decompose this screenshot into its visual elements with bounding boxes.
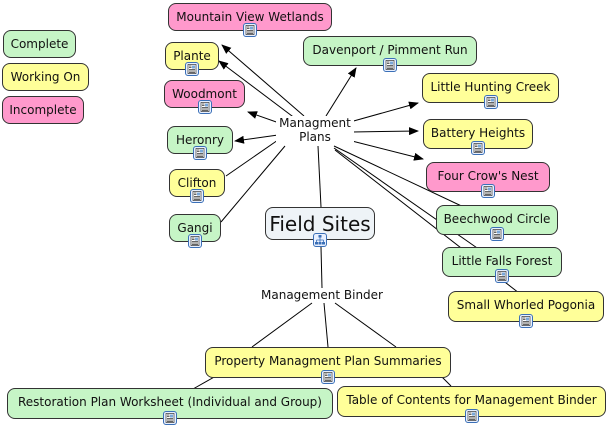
connector-line: [323, 302, 329, 348]
document-icon[interactable]: [483, 95, 498, 109]
node-label: Mountain View Wetlands: [176, 10, 324, 24]
document-icon[interactable]: [481, 184, 495, 198]
document-icon[interactable]: [197, 100, 212, 114]
node-label: Table of Contents for Management Binder: [346, 393, 597, 407]
legend-label: Working On: [10, 70, 81, 84]
connector-line: [192, 375, 217, 390]
legend-label: Complete: [10, 37, 69, 51]
connector-arrow: [349, 101, 419, 123]
managment-plans-hub[interactable]: Managment Plans: [276, 116, 354, 144]
document-icon[interactable]: [185, 62, 199, 76]
plan-node-little-falls-forest[interactable]: Little Falls Forest: [442, 247, 562, 277]
node-label: Property Managment Plan Summaries: [214, 354, 442, 368]
management-binder-hub[interactable]: Management Binder: [258, 288, 386, 302]
document-icon[interactable]: [519, 314, 533, 328]
connector-line: [251, 302, 313, 348]
document-icon[interactable]: [383, 58, 397, 72]
node-label: Plante: [173, 49, 211, 63]
document-icon[interactable]: [188, 234, 202, 248]
connector-line: [317, 145, 322, 208]
connector-line: [225, 139, 279, 177]
concept-map-icon[interactable]: [313, 233, 327, 247]
plan-node-small-whorled-pogonia[interactable]: Small Whorled Pogonia: [448, 291, 604, 322]
connector-line: [320, 246, 323, 289]
legend-working-on: Working On: [2, 63, 89, 91]
document-icon[interactable]: [321, 370, 335, 384]
connector-line: [334, 302, 397, 348]
hub-label-line1: Managment: [279, 116, 351, 130]
node-label: Heronry: [175, 133, 225, 147]
node-label: Clifton: [177, 176, 217, 190]
plan-node-plante[interactable]: Plante: [165, 42, 219, 70]
node-label: Woodmont: [172, 87, 237, 101]
document-icon[interactable]: [243, 23, 257, 37]
connector-arrow: [234, 134, 279, 144]
document-icon[interactable]: [190, 189, 204, 203]
hub-label: Management Binder: [261, 288, 383, 302]
binder-node-table-of-contents[interactable]: Table of Contents for Management Binder: [337, 386, 606, 417]
connector-arrow: [325, 67, 357, 117]
connector-arrow: [221, 44, 305, 117]
connector-line: [333, 145, 471, 211]
connector-arrow: [347, 139, 424, 161]
connector-arrow: [218, 60, 297, 120]
node-label: Beechwood Circle: [443, 212, 551, 226]
document-icon[interactable]: [464, 409, 479, 423]
document-icon[interactable]: [495, 269, 509, 283]
legend-complete: Complete: [3, 30, 76, 58]
document-icon[interactable]: [163, 411, 177, 425]
node-label: Small Whorled Pogonia: [456, 298, 596, 312]
legend-incomplete: Incomplete: [2, 96, 84, 124]
document-icon[interactable]: [193, 146, 207, 160]
document-icon[interactable]: [490, 227, 504, 241]
node-label: Davenport / Pimment Run: [312, 43, 468, 57]
document-icon[interactable]: [471, 141, 485, 155]
plan-node-mountain-view-wetlands[interactable]: Mountain View Wetlands: [168, 3, 332, 31]
node-label: Little Hunting Creek: [430, 80, 551, 94]
root-label: Field Sites: [269, 212, 371, 236]
legend-label: Incomplete: [9, 103, 77, 117]
node-label: Restoration Plan Worksheet (Individual a…: [18, 395, 322, 409]
node-label: Little Falls Forest: [451, 254, 553, 268]
connector-line: [220, 145, 286, 223]
hub-label-line2: Plans: [299, 130, 331, 144]
node-label: Gangi: [177, 221, 213, 235]
node-label: Four Crow's Nest: [437, 169, 539, 183]
connector-arrow: [351, 127, 419, 136]
node-label: Battery Heights: [430, 126, 526, 140]
